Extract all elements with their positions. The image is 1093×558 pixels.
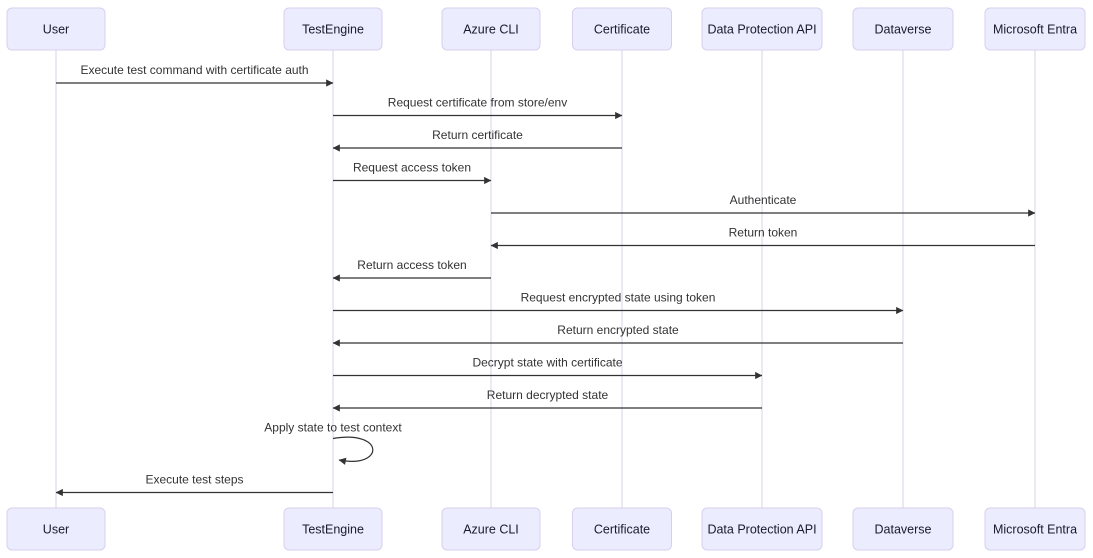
actor-box — [6, 7, 106, 51]
actor-box — [441, 507, 541, 551]
message-label: Return encrypted state — [557, 323, 679, 337]
actor-box — [852, 7, 954, 51]
self-message-arrow — [332, 436, 374, 465]
actor-bottom-azure-cli: Azure CLI — [441, 507, 541, 551]
actor-box — [283, 7, 383, 51]
actor-label: Microsoft Entra — [993, 23, 1077, 37]
actor-top-data-protection-api: Data Protection API — [701, 7, 823, 51]
message-label: Request encrypted state using token — [521, 291, 716, 305]
actor-bottom-dataverse: Dataverse — [852, 507, 954, 551]
actor-label: Dataverse — [875, 523, 932, 537]
actor-label: User — [43, 523, 69, 537]
actor-box — [6, 507, 106, 551]
actor-top-testengine: TestEngine — [283, 7, 383, 51]
actor-label: TestEngine — [302, 523, 364, 537]
actor-label: Dataverse — [875, 23, 932, 37]
actor-bottom-user: User — [6, 507, 106, 551]
actor-bottom-certificate: Certificate — [572, 507, 672, 551]
actor-label: Certificate — [594, 523, 650, 537]
actor-top-azure-cli: Azure CLI — [441, 7, 541, 51]
actor-box — [984, 507, 1086, 551]
actor-box — [984, 7, 1086, 51]
actor-top-microsoft-entra: Microsoft Entra — [984, 7, 1086, 51]
message-label: Request certificate from store/env — [388, 96, 567, 110]
message-label: Execute test steps — [145, 473, 243, 487]
actor-box — [852, 507, 954, 551]
actor-label: TestEngine — [302, 23, 364, 37]
actor-label: Azure CLI — [463, 523, 519, 537]
message-label: Execute test command with certificate au… — [80, 63, 308, 77]
actor-box — [701, 507, 823, 551]
actor-top-certificate: Certificate — [572, 7, 672, 51]
actor-label: Certificate — [594, 23, 650, 37]
actor-bottom-testengine: TestEngine — [283, 507, 383, 551]
actor-box — [572, 7, 672, 51]
message-label: Decrypt state with certificate — [472, 356, 622, 370]
actor-bottom-microsoft-entra: Microsoft Entra — [984, 507, 1086, 551]
actor-top-user: User — [6, 7, 106, 51]
message-label: Return access token — [357, 258, 466, 272]
actor-box — [701, 7, 823, 51]
actor-label: Data Protection API — [707, 23, 816, 37]
actor-bottom-data-protection-api: Data Protection API — [701, 507, 823, 551]
message-label: Authenticate — [730, 193, 797, 207]
actor-label: Data Protection API — [707, 523, 816, 537]
actor-label: Microsoft Entra — [993, 523, 1077, 537]
actor-top-dataverse: Dataverse — [852, 7, 954, 51]
message-label: Request access token — [353, 161, 471, 175]
message-label: Apply state to test context — [264, 421, 402, 435]
actor-box — [283, 507, 383, 551]
message-label: Return decrypted state — [487, 388, 609, 402]
actor-label: User — [43, 23, 69, 37]
message-label: Return token — [729, 226, 798, 240]
actor-box — [441, 7, 541, 51]
actor-box — [572, 507, 672, 551]
message-label: Return certificate — [432, 128, 523, 142]
actor-label: Azure CLI — [463, 23, 519, 37]
